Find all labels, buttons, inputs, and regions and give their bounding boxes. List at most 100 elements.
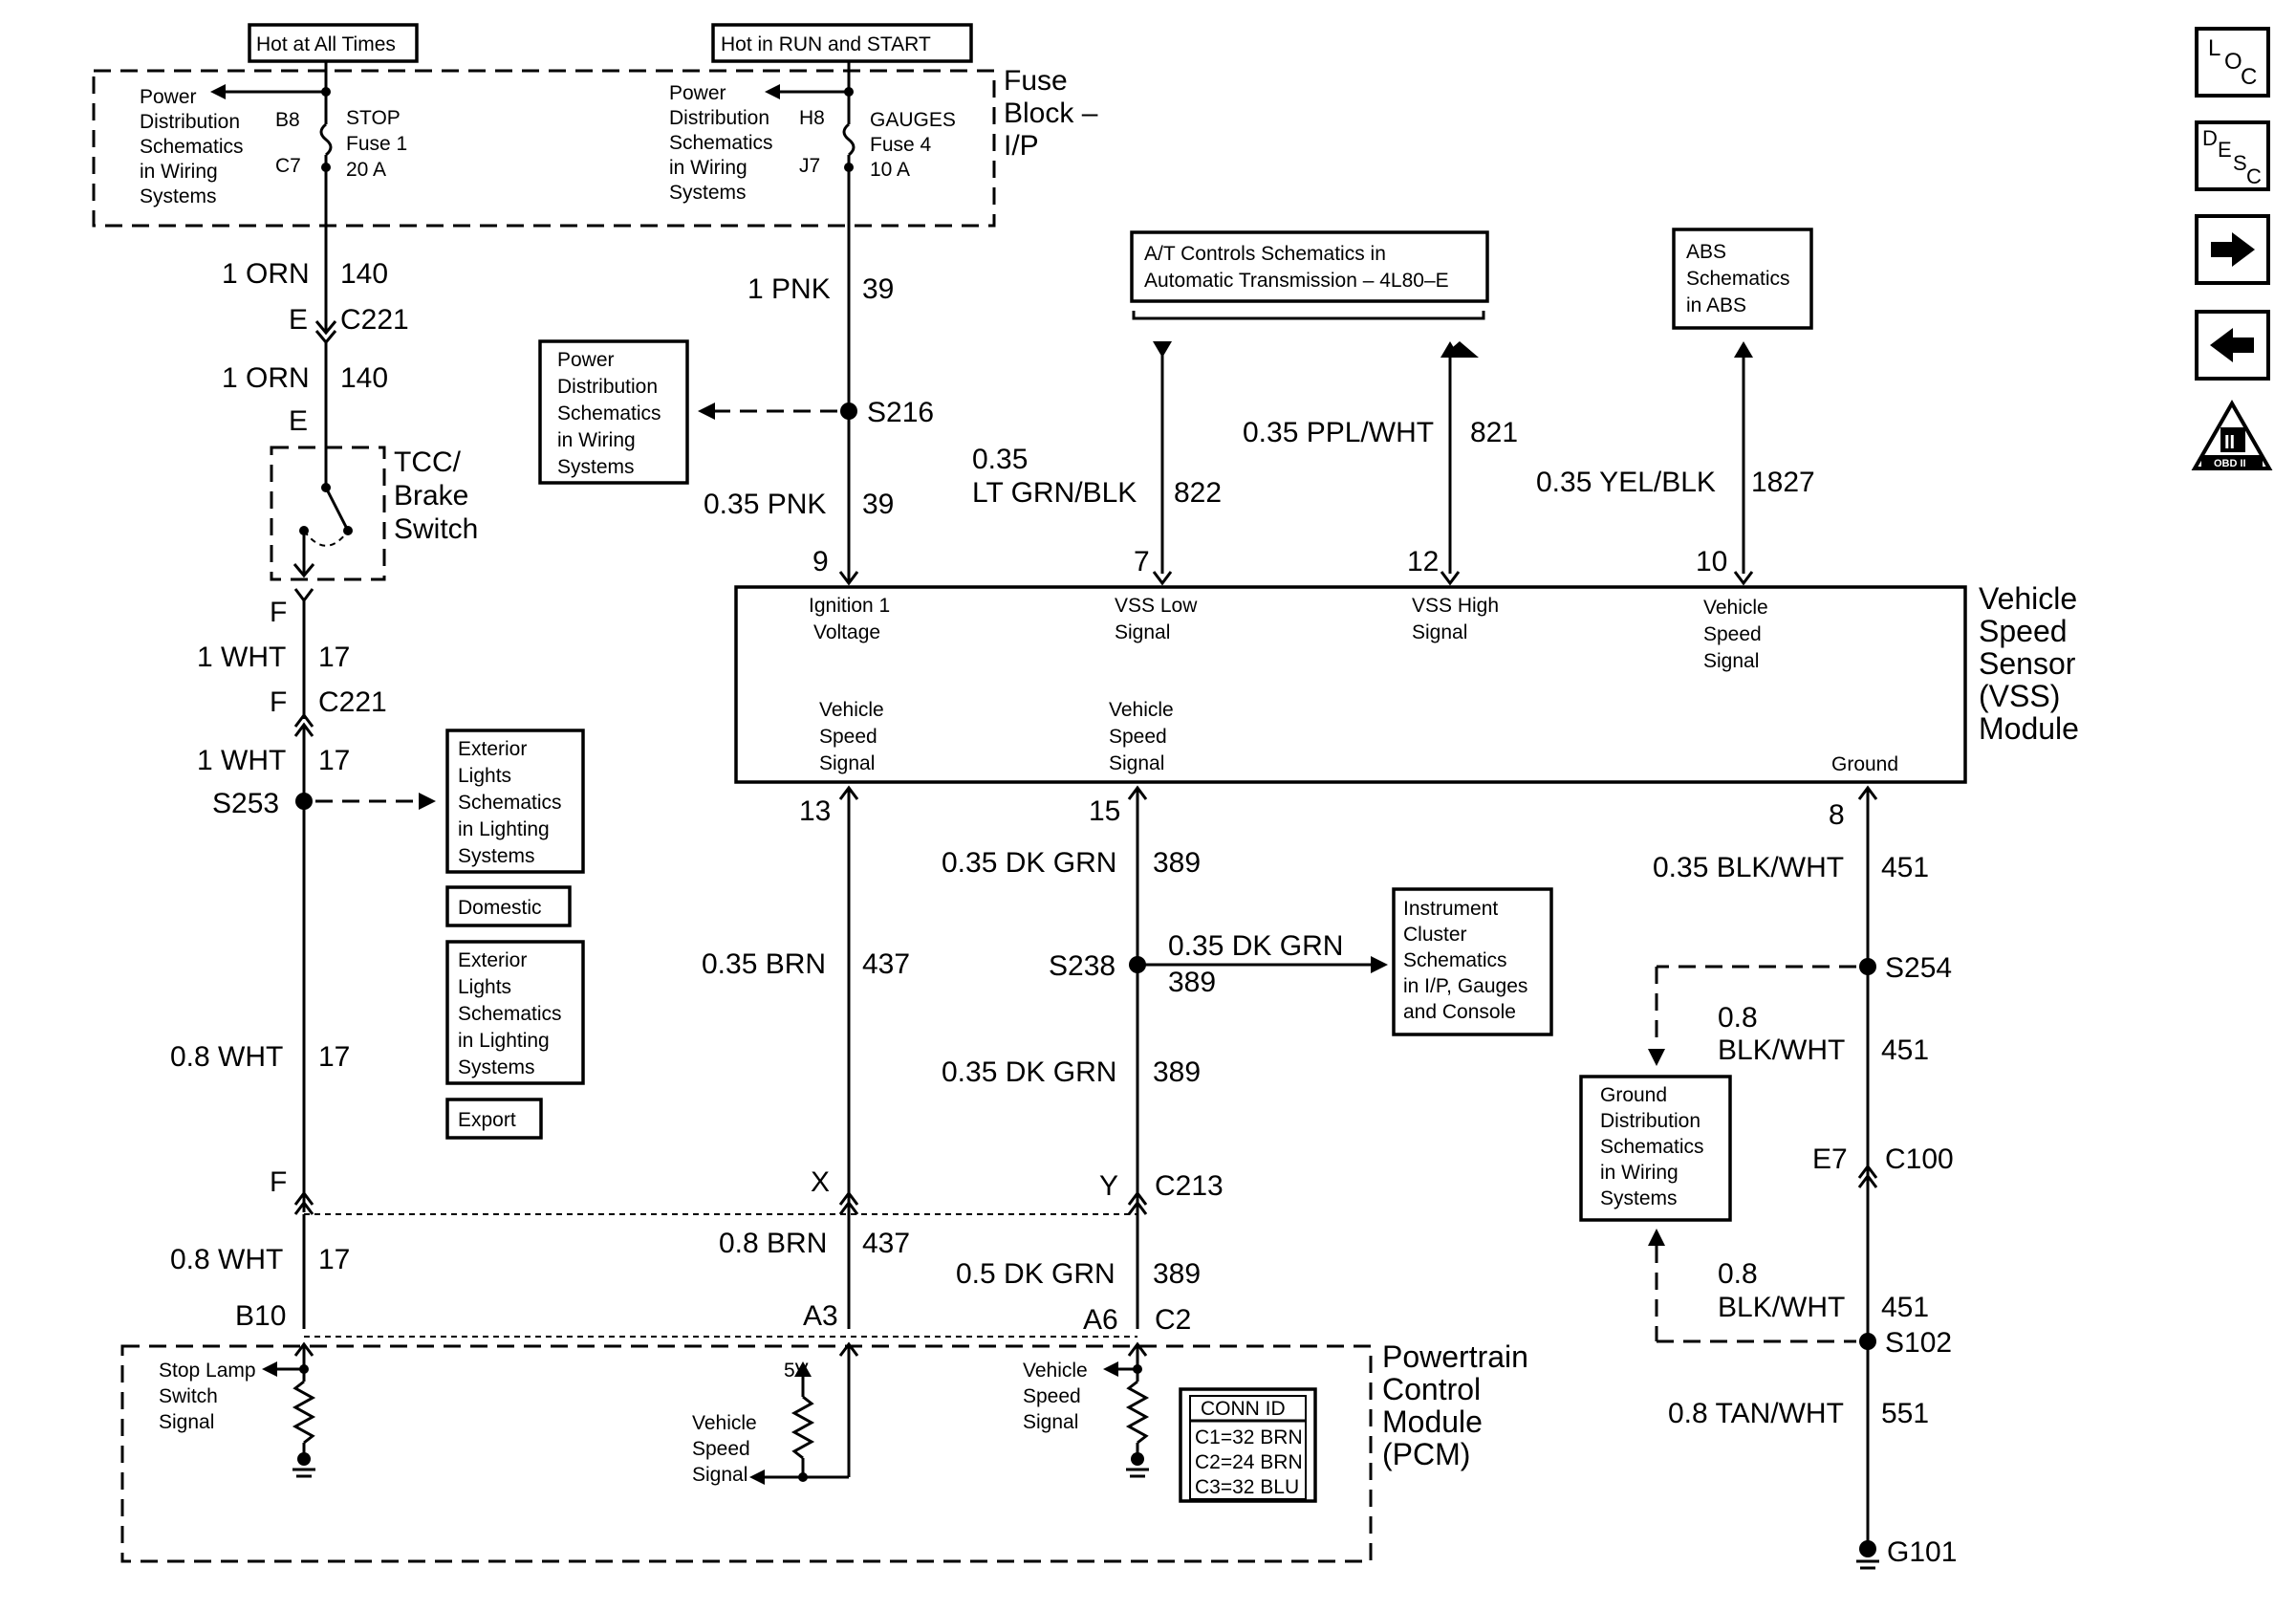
connector-e-1: E <box>289 304 308 336</box>
tcc-switch-label-2: Brake <box>394 480 468 512</box>
vss-ign-label-1: Ignition 1 <box>809 595 890 617</box>
instrument-cluster-ref[interactable]: Instrument Cluster Schematics in I/P, Ga… <box>1392 887 1553 1036</box>
right-fuse-number: Fuse 4 <box>870 134 932 156</box>
vss-high-label-1: VSS High <box>1412 595 1499 617</box>
connector-e7: E7 <box>1812 1143 1848 1175</box>
domestic-text: Domestic <box>458 897 542 919</box>
right-fuse-rating: 10 A <box>870 159 910 181</box>
splice-s102: S102 <box>1885 1327 1952 1359</box>
fuse-block-title-1: Fuse <box>1004 65 1068 97</box>
brn-branch: 0.35 BRN 437 X 0.8 BRN 437 A3 <box>702 790 910 1332</box>
left-pd-ref-2: Distribution <box>140 111 240 133</box>
conn-id-table: CONN ID C1=32 BRN C2=24 BRN C3=32 BLU <box>1179 1387 1317 1503</box>
ext-lights-1-line-1: Exterior <box>458 738 527 760</box>
vss-sig-label-1: Vehicle <box>1703 597 1768 619</box>
vss-out13-label-3: Signal <box>819 752 875 774</box>
wire-wht-circuit-2: 17 <box>318 745 350 776</box>
vss-title-4: (VSS) <box>1979 679 2060 713</box>
abs-ref-line-2: Schematics <box>1686 268 1790 290</box>
at-controls-ref[interactable]: A/T Controls Schematics in Automatic Tra… <box>1130 230 1489 320</box>
conn-id-c3: C3=32 BLU <box>1195 1476 1299 1498</box>
vss-sig-label-3: Signal <box>1703 650 1759 672</box>
vss-pin-12: 12 <box>1407 546 1439 577</box>
wire-orn-circuit-2: 140 <box>340 362 388 394</box>
wire-blkwht-size-3b: BLK/WHT <box>1718 1292 1845 1323</box>
wire-tanwht-size: 0.8 TAN/WHT <box>1668 1398 1844 1429</box>
ext-lights-2-line-1: Exterior <box>458 949 527 971</box>
exterior-lights-ref-2[interactable]: Exterior Lights Schematics in Lighting S… <box>445 940 585 1085</box>
vss-out15-label-3: Signal <box>1109 752 1164 774</box>
connector-c221-2: C221 <box>318 686 387 718</box>
obd-ii-button[interactable]: II OBD II <box>2191 399 2273 470</box>
desc-button[interactable]: D E S C <box>2195 120 2270 191</box>
pcm-vss-out-2: Speed <box>1023 1385 1081 1407</box>
instrument-ref-line-2: Cluster <box>1403 924 1467 946</box>
ground-ref-line-5: Systems <box>1600 1187 1678 1209</box>
wire-grn-size-1: 0.35 DK GRN <box>942 847 1116 879</box>
connector-c2: C2 <box>1155 1304 1191 1336</box>
source-label-hot-run-start: Hot in RUN and START <box>721 33 931 55</box>
exterior-lights-ref-1[interactable]: Exterior Lights Schematics in Lighting S… <box>445 729 585 874</box>
connector-y: Y <box>1099 1170 1118 1202</box>
wire-1827: 0.35 YEL/BLK 1827 10 <box>1536 341 1815 586</box>
wire-1827-size: 0.35 YEL/BLK <box>1536 467 1716 498</box>
wire-blkwht-size-3a: 0.8 <box>1718 1258 1758 1290</box>
vss-input-a6: Vehicle Speed Signal <box>1023 1341 1150 1478</box>
connector-c213: C213 <box>1155 1170 1224 1202</box>
domestic-label: Domestic <box>445 885 572 927</box>
wire-grn-size-3: 0.5 DK GRN <box>956 1258 1116 1290</box>
wire-08-wht-size-1: 0.8 WHT <box>170 1041 283 1073</box>
pd-ref-line-1: Power <box>557 349 615 371</box>
wire-821-circuit: 821 <box>1470 417 1518 448</box>
ext-lights-2-line-5: Systems <box>458 1056 535 1078</box>
obd-roman-ii: II <box>2224 432 2235 453</box>
ext-lights-2-line-4: in Lighting <box>458 1030 550 1052</box>
pcm-title-4: (PCM) <box>1382 1437 1470 1471</box>
export-text: Export <box>458 1109 516 1131</box>
splice-s238: S238 <box>1049 950 1116 982</box>
loc-button[interactable]: L O C <box>2195 27 2270 98</box>
pcm-vss-out-3: Signal <box>1023 1411 1078 1433</box>
obd-ii-label: OBD II <box>2214 458 2246 469</box>
desc-letter-s: S <box>2233 151 2247 175</box>
wire-blkwht-size-2b: BLK/WHT <box>1718 1034 1845 1066</box>
left-pd-ref-1: Power <box>140 86 197 108</box>
pcm-vss-out-1: Vehicle <box>1023 1360 1088 1382</box>
stop-lamp-input: Stop Lamp Switch Signal <box>159 1341 316 1478</box>
gauges-fuse: Power Distribution Schematics in Wiring … <box>669 82 956 204</box>
abs-ref[interactable]: ABS Schematics in ABS <box>1672 228 1813 330</box>
wire-08-wht-circuit-2: 17 <box>318 1244 350 1275</box>
power-distribution-ref[interactable]: Power Distribution Schematics in Wiring … <box>538 339 689 485</box>
conn-id-c1: C1=32 BRN <box>1195 1426 1303 1448</box>
wire-blkwht-circuit-1: 451 <box>1881 852 1929 883</box>
ground-ref-line-1: Ground <box>1600 1084 1667 1106</box>
pcm-module: Powertrain Control Module (PCM) Stop Lam… <box>120 1339 1528 1563</box>
vss-input-a3: 5V Vehicle Speed Signal <box>692 1341 859 1486</box>
ext-lights-1-line-5: Systems <box>458 845 535 867</box>
tcc-switch-label-1: TCC/ <box>394 446 462 478</box>
conn-id-header: CONN ID <box>1201 1398 1286 1420</box>
wire-wht-size-1: 1 WHT <box>197 642 286 673</box>
desc-letter-d: D <box>2202 126 2218 150</box>
arrow-right-icon <box>2211 232 2255 267</box>
wire-brn-size: 0.35 BRN <box>702 948 826 980</box>
ground-g101: G101 <box>1887 1536 1957 1568</box>
vss-ign-label-2: Voltage <box>813 621 880 643</box>
pcm-vss-in-1: Vehicle <box>692 1412 757 1434</box>
vss-pin-7: 7 <box>1134 546 1150 577</box>
previous-page-button[interactable] <box>2195 310 2270 381</box>
connector-x: X <box>811 1166 830 1198</box>
instrument-ref-line-1: Instrument <box>1403 898 1498 920</box>
wire-wht-circuit-1: 17 <box>318 642 350 673</box>
next-page-button[interactable] <box>2195 214 2270 285</box>
left-pd-ref-4: in Wiring <box>140 161 218 183</box>
fuse-block-title-2: Block – <box>1004 98 1098 129</box>
pcm-title-1: Powertrain <box>1382 1339 1528 1374</box>
desc-letter-c: C <box>2246 164 2262 188</box>
wire-orn-size-1: 1 ORN <box>222 258 310 290</box>
loc-letter-l: L <box>2208 35 2220 61</box>
pcm-vss-in-2: Speed <box>692 1438 750 1460</box>
ground-distribution-ref[interactable]: Ground Distribution Schematics in Wiring… <box>1579 1075 1732 1222</box>
ground-ref-line-4: in Wiring <box>1600 1162 1679 1184</box>
at-controls-line-1: A/T Controls Schematics in <box>1144 243 1386 265</box>
